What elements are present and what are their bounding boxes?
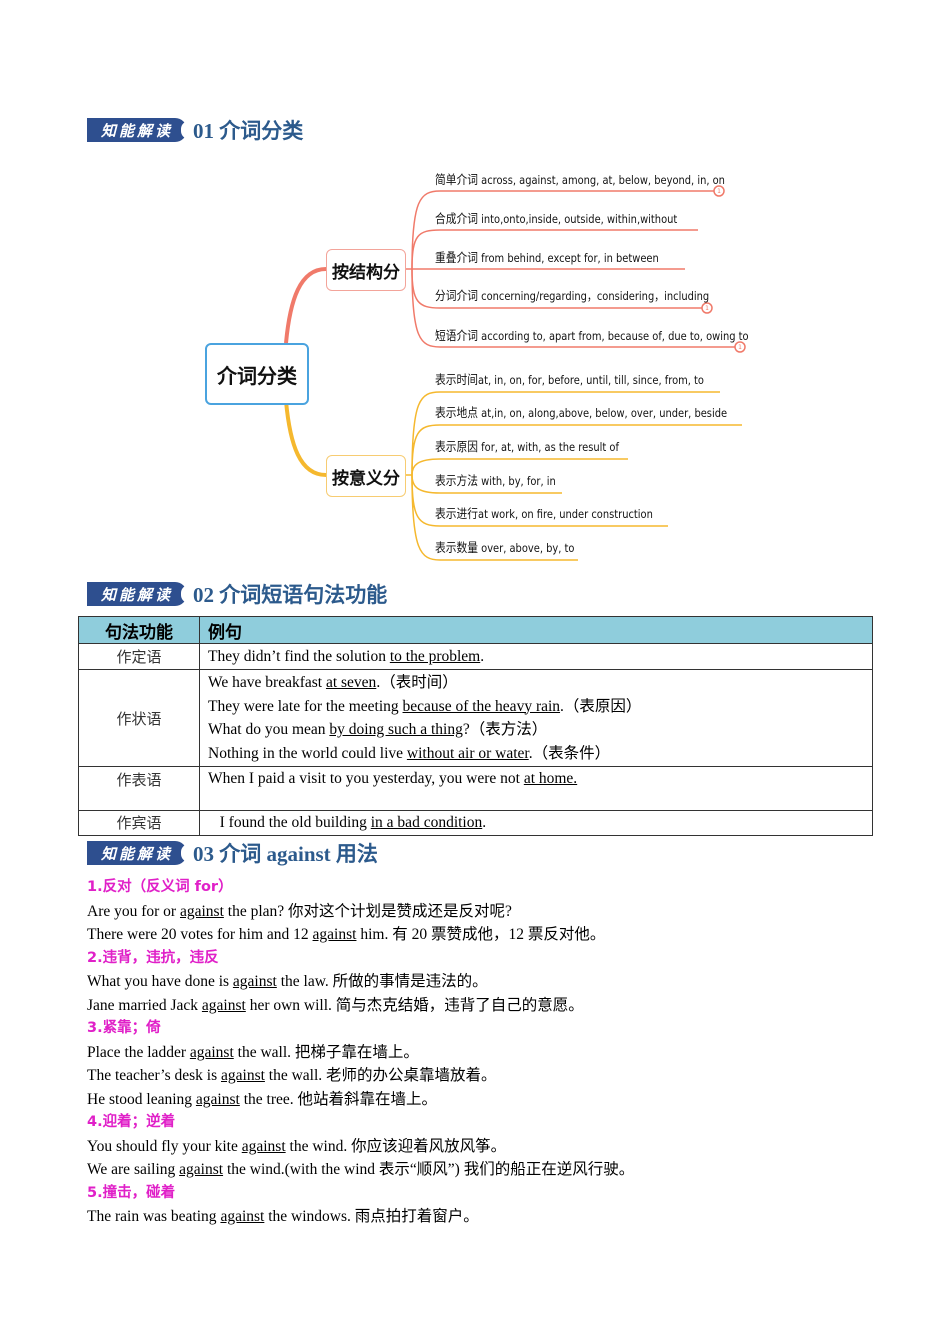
leaf-simple-prep: 简单介词 across, against, among, at, below, …	[435, 172, 725, 187]
function-cell: 作定语	[78, 643, 200, 670]
leaf-participle-prep: 分词介词 concerning/regarding，considering，in…	[435, 288, 710, 303]
example-sentence: He stood leaning against the tree. 他站着斜靠…	[87, 1090, 437, 1108]
usage-heading: 3.紧靠；倚	[87, 1020, 161, 1036]
usage-heading: 5.撞击，碰着	[87, 1184, 176, 1201]
example-sentence: We are sailing against the wind.(with th…	[87, 1161, 635, 1178]
function-cell: 作状语	[78, 669, 200, 767]
leaf-compound-prep: 合成介词 into,onto,inside, outside, within,w…	[435, 211, 678, 226]
section-title: 03 介词 against 用法	[193, 842, 378, 866]
example-sentence: The teacher’s desk is against the wall. …	[87, 1067, 497, 1084]
syntax-function-table: 句法功能 例句 作定语 They didn’t find the solutio…	[78, 616, 873, 836]
example-sentence: There were 20 votes for him and 12 again…	[87, 926, 606, 943]
table-row: 作定语 They didn’t find the solution to the…	[78, 643, 873, 670]
leaf-phrasal-prep: 短语介词 according to, apart from, because o…	[435, 328, 749, 343]
usage-heading: 1.反对（反义词 for）	[87, 879, 233, 895]
leaf-double-prep: 重叠介词 from behind, except for, in between	[435, 250, 659, 265]
table-header-row: 句法功能 例句	[78, 616, 873, 644]
knowledge-badge: 知能解读	[87, 582, 189, 606]
knowledge-badge: 知能解读	[87, 118, 189, 142]
leaf-place: 表示地点 at,in, on, along,above, below, over…	[435, 405, 728, 420]
against-usage-list: 1.反对（反义词 for） Are you for or against the…	[87, 876, 907, 1229]
table-row: 作表语 When I paid a visit to you yesterday…	[78, 766, 873, 811]
section-title: 01 介词分类	[193, 119, 304, 143]
example-sentence: Jane married Jack against her own will. …	[87, 996, 584, 1014]
column-header: 例句	[199, 616, 873, 644]
example-cell: We have breakfast at seven.（表时间） They we…	[199, 669, 873, 767]
usage-heading: 4.迎着；逆着	[87, 1114, 176, 1130]
column-header: 句法功能	[78, 616, 200, 644]
table-row: 作宾语 I found the old building in a bad co…	[78, 810, 873, 836]
leaf-method: 表示方法 with, by, for, in	[435, 473, 556, 488]
section-header-3: 知能解读 03 介词 against 用法	[87, 840, 378, 866]
svg-text:1: 1	[705, 305, 709, 312]
mind-map-connectors: 1 1 1	[284, 185, 746, 561]
usage-heading: 2.违背，违抗，违反	[87, 949, 219, 966]
knowledge-badge: 知能解读	[87, 841, 189, 865]
example-cell: I found the old building in a bad condit…	[199, 810, 873, 836]
function-cell: 作表语	[78, 766, 200, 811]
branch-meaning: 按意义分	[326, 455, 406, 497]
leaf-time: 表示时间at, in, on, for, before, until, till…	[435, 372, 704, 387]
example-sentence: What you have done is against the law. 所…	[87, 973, 488, 990]
mind-map-root: 介词分类	[205, 343, 309, 405]
section-header-1: 知能解读 01 介词分类	[87, 117, 303, 143]
example-cell: When I paid a visit to you yesterday, yo…	[199, 766, 873, 811]
svg-text:1: 1	[738, 344, 742, 351]
mind-map: 1 1 1 介词分类 按结构分 按意义分 简单介词 across, against,…	[0, 0, 950, 580]
branch-structure: 按结构分	[326, 249, 406, 291]
example-sentence: You should fly your kite against the win…	[87, 1137, 507, 1155]
example-cell: They didn’t find the solution to the pro…	[199, 643, 873, 670]
leaf-progress: 表示进行at work, on fire, under construction	[435, 506, 653, 521]
example-sentence: Place the ladder against the wall. 把梯子靠在…	[87, 1043, 419, 1061]
section-header-2: 知能解读 02 介词短语句法功能	[87, 581, 387, 607]
leaf-quantity: 表示数量 over, above, by, to	[435, 540, 575, 555]
svg-text:1: 1	[717, 188, 721, 195]
example-sentence: Are you for or against the plan? 你对这个计划是…	[87, 902, 512, 920]
table-row: 作状语 We have breakfast at seven.（表时间） The…	[78, 669, 873, 767]
section-title: 02 介词短语句法功能	[193, 583, 388, 607]
example-sentence: The rain was beating against the windows…	[87, 1208, 479, 1225]
function-cell: 作宾语	[78, 810, 200, 836]
leaf-cause: 表示原因 for, at, with, as the result of	[435, 439, 619, 454]
